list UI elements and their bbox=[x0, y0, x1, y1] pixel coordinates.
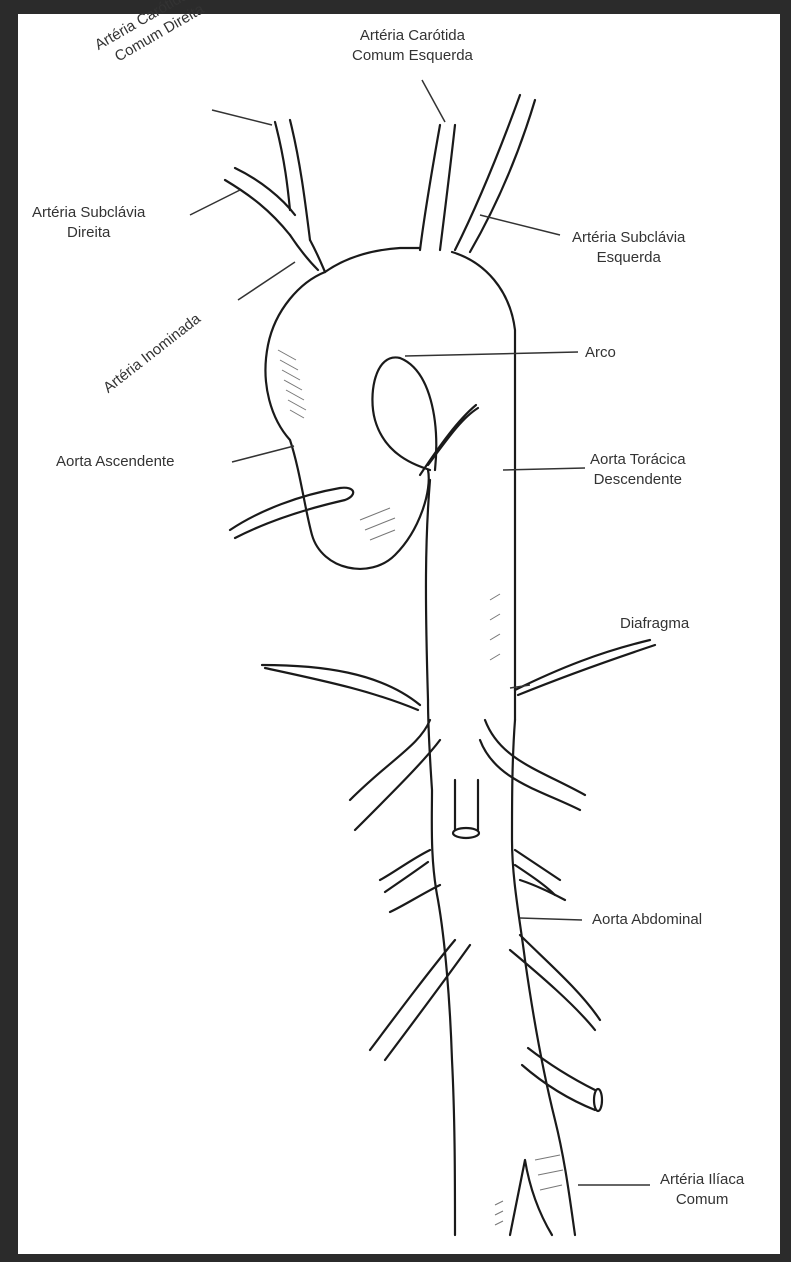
innominate-vessel bbox=[290, 235, 325, 272]
label-ascending-aorta-text: Aorta Ascendente bbox=[56, 453, 174, 470]
label-common-iliac-line2: Comum bbox=[660, 1190, 744, 1210]
branch-right-4-cut bbox=[594, 1089, 602, 1111]
iliac-bifurcation bbox=[510, 1160, 552, 1235]
label-abdominal-aorta-text: Aorta Abdominal bbox=[592, 911, 702, 928]
left-common-carotid-vessel bbox=[420, 125, 455, 250]
aortic-arch-outer bbox=[265, 272, 428, 569]
aortic-arch-inner bbox=[372, 357, 436, 700]
branch-right-4 bbox=[522, 1048, 595, 1110]
label-right-subclavian: Artéria Subclávia Direita bbox=[32, 203, 145, 244]
label-arch: Arco bbox=[585, 343, 616, 363]
left-subclavian-vessel bbox=[455, 95, 535, 252]
arch-small-branch bbox=[420, 405, 478, 475]
label-descending-thoracic-aorta-line1: Aorta Torácica bbox=[590, 450, 686, 470]
label-diaphragm-text: Diafragma bbox=[620, 615, 689, 632]
branch-left-1 bbox=[380, 850, 430, 892]
right-subclavian-vessel bbox=[225, 168, 295, 235]
ascending-branch bbox=[230, 488, 353, 538]
label-left-common-carotid-line2: Comum Esquerda bbox=[352, 46, 473, 66]
label-left-common-carotid: Artéria Carótida Comum Esquerda bbox=[352, 26, 473, 67]
branch-right-1 bbox=[515, 850, 560, 895]
diaphragm-right-2 bbox=[518, 645, 655, 695]
label-left-subclavian: Artéria Subclávia Esquerda bbox=[572, 228, 685, 269]
label-diaphragm: Diafragma bbox=[620, 614, 689, 634]
aortic-arch-top bbox=[325, 248, 515, 720]
branch-left-2 bbox=[390, 885, 440, 912]
label-left-subclavian-line1: Artéria Subclávia bbox=[572, 228, 685, 248]
celiac-right bbox=[480, 720, 585, 810]
label-descending-thoracic-aorta: Aorta Torácica Descendente bbox=[590, 450, 686, 491]
label-common-iliac-line1: Artéria Ilíaca bbox=[660, 1170, 744, 1190]
label-arch-text: Arco bbox=[585, 344, 616, 361]
branch-right-2 bbox=[520, 880, 565, 900]
branch-left-3 bbox=[370, 940, 470, 1060]
label-descending-thoracic-aorta-line2: Descendente bbox=[590, 470, 686, 490]
label-left-common-carotid-line1: Artéria Carótida bbox=[352, 26, 473, 46]
label-common-iliac: Artéria Ilíaca Comum bbox=[660, 1170, 744, 1211]
label-abdominal-aorta: Aorta Abdominal bbox=[592, 910, 702, 930]
shading bbox=[278, 350, 563, 1225]
diaphragm-right bbox=[515, 640, 650, 690]
label-right-subclavian-line2: Direita bbox=[32, 223, 145, 243]
label-ascending-aorta: Aorta Ascendente bbox=[56, 452, 174, 472]
celiac-cut bbox=[453, 828, 479, 838]
celiac-left bbox=[350, 720, 440, 830]
label-left-subclavian-line2: Esquerda bbox=[572, 248, 685, 268]
label-right-subclavian-line1: Artéria Subclávia bbox=[32, 203, 145, 223]
celiac-trunk bbox=[455, 780, 478, 830]
